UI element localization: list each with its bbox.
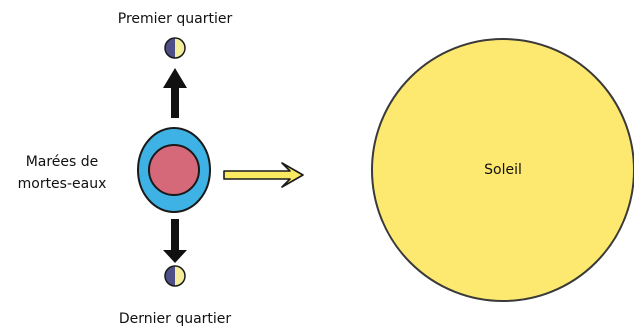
earth-land [148,144,200,196]
last-quarter-label: Dernier quartier [119,311,232,327]
sun-label: Soleil [484,162,522,178]
neap-tides-label-line2: mortes-eaux [18,176,107,192]
moon-light-half [175,38,185,58]
earth [137,127,211,213]
first-quarter-label: Premier quartier [118,11,233,27]
moon-outline [164,37,186,59]
arrow-down-icon [163,219,187,263]
arrow-up-icon [163,68,187,118]
first-quarter-moon [164,37,186,59]
neap-tides-label-line1: Marées de [26,154,99,170]
moon-light-half [175,266,185,286]
sun [371,38,634,302]
moon-outline [164,265,186,287]
last-quarter-moon [164,265,186,287]
sunlight-arrow-icon [223,162,304,188]
